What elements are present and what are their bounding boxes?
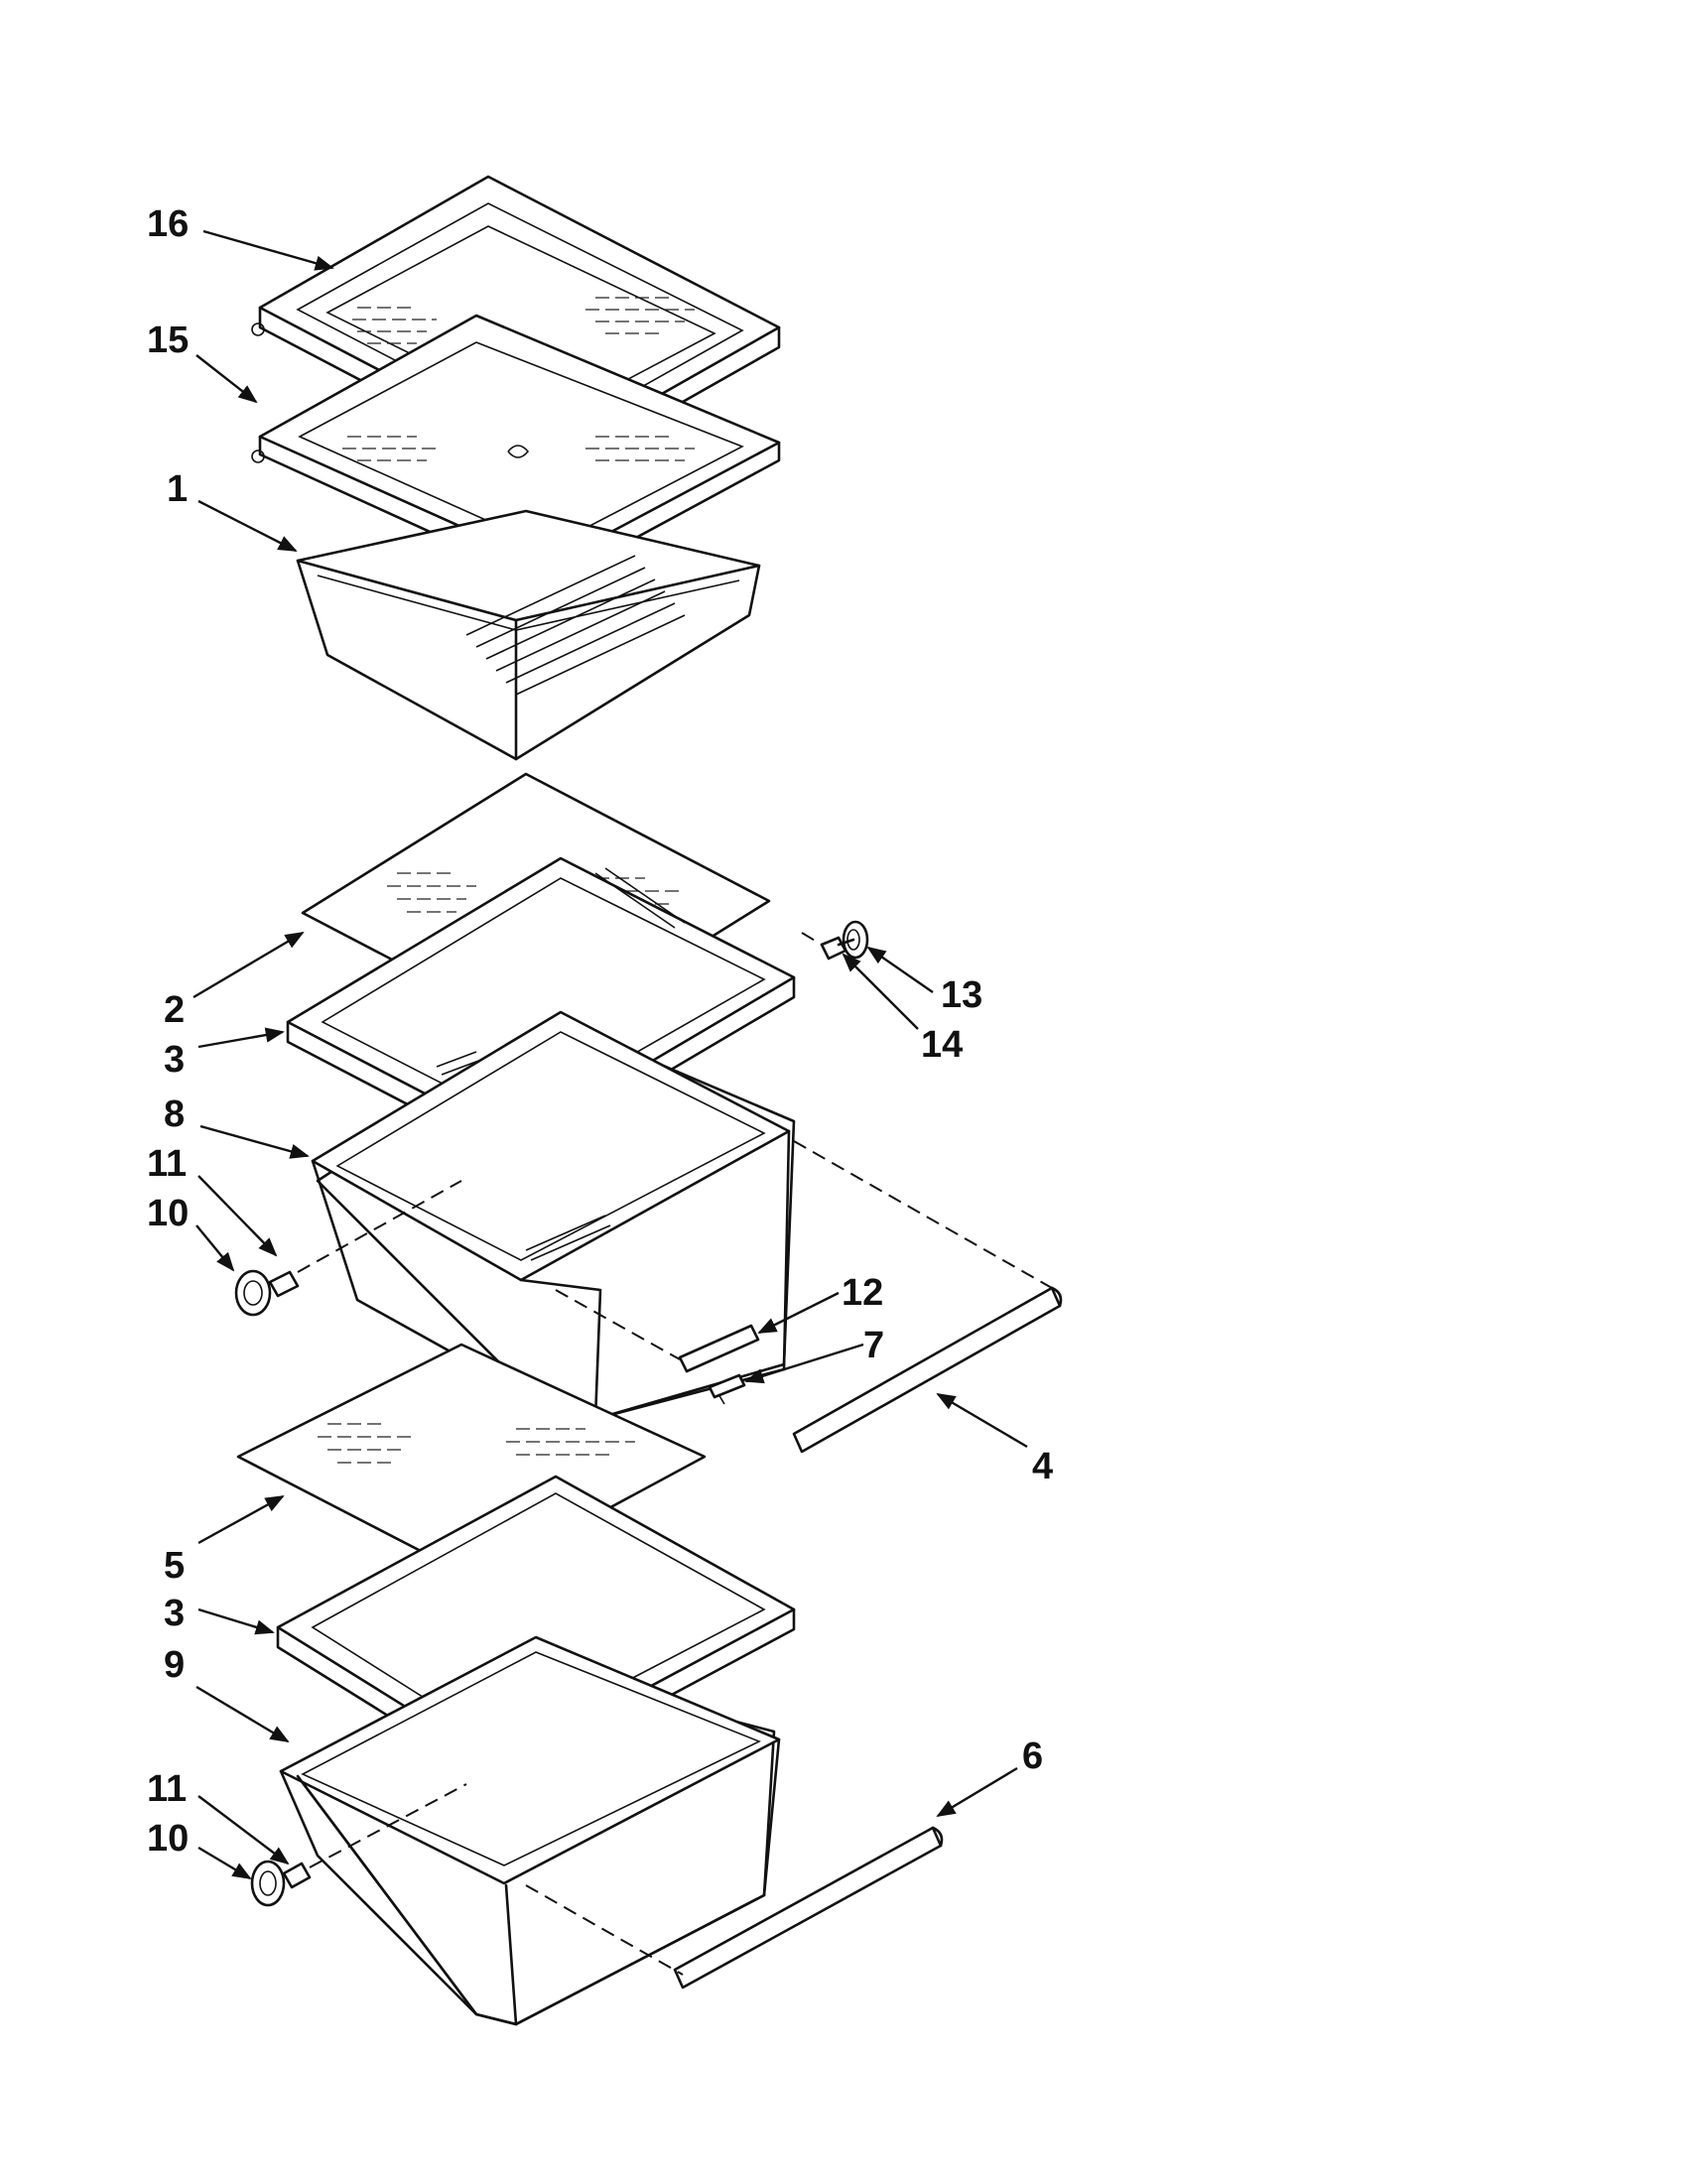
callout-labels: 16 15 1 2 3 8 11 10 13 14 12 7 4 5 3 9 6… bbox=[147, 203, 1053, 1860]
rail-6 bbox=[673, 1826, 944, 1990]
callout-2: 2 bbox=[164, 989, 185, 1031]
callout-9: 9 bbox=[164, 1644, 185, 1686]
screw-11-lower bbox=[282, 1862, 312, 1889]
callout-14: 14 bbox=[921, 1024, 963, 1066]
crisper-drawer-8 bbox=[311, 1010, 796, 1421]
callout-6: 6 bbox=[1022, 1735, 1043, 1777]
rail-4 bbox=[792, 1286, 1063, 1454]
clip-7 bbox=[708, 1373, 746, 1405]
leader-lines bbox=[193, 229, 1028, 1880]
roller-13 bbox=[842, 920, 869, 960]
callout-4: 4 bbox=[1032, 1446, 1053, 1487]
callout-12: 12 bbox=[842, 1272, 883, 1314]
callout-3-upper: 3 bbox=[164, 1039, 185, 1081]
callout-10-upper: 10 bbox=[147, 1193, 189, 1234]
callout-5: 5 bbox=[164, 1545, 185, 1587]
crisper-drawer-9 bbox=[279, 1635, 781, 2026]
wheel-10-lower bbox=[250, 1860, 286, 1907]
callout-7: 7 bbox=[863, 1325, 884, 1366]
screw-14 bbox=[820, 936, 855, 961]
label-12 bbox=[678, 1324, 760, 1373]
callout-13: 13 bbox=[941, 974, 982, 1016]
callout-11-lower: 11 bbox=[147, 1768, 187, 1810]
callout-3-lower: 3 bbox=[164, 1593, 185, 1634]
callout-1: 1 bbox=[167, 468, 188, 510]
assembly-lines bbox=[297, 932, 1053, 1976]
callout-16: 16 bbox=[147, 203, 189, 245]
callout-15: 15 bbox=[147, 320, 189, 361]
screw-11-upper bbox=[268, 1270, 300, 1298]
callout-10-lower: 10 bbox=[147, 1818, 189, 1860]
callout-8: 8 bbox=[164, 1093, 185, 1135]
wheel-10-upper bbox=[234, 1269, 272, 1317]
callout-11-upper: 11 bbox=[147, 1143, 187, 1185]
glass-5 bbox=[236, 1343, 707, 1582]
pan-1 bbox=[296, 509, 761, 761]
